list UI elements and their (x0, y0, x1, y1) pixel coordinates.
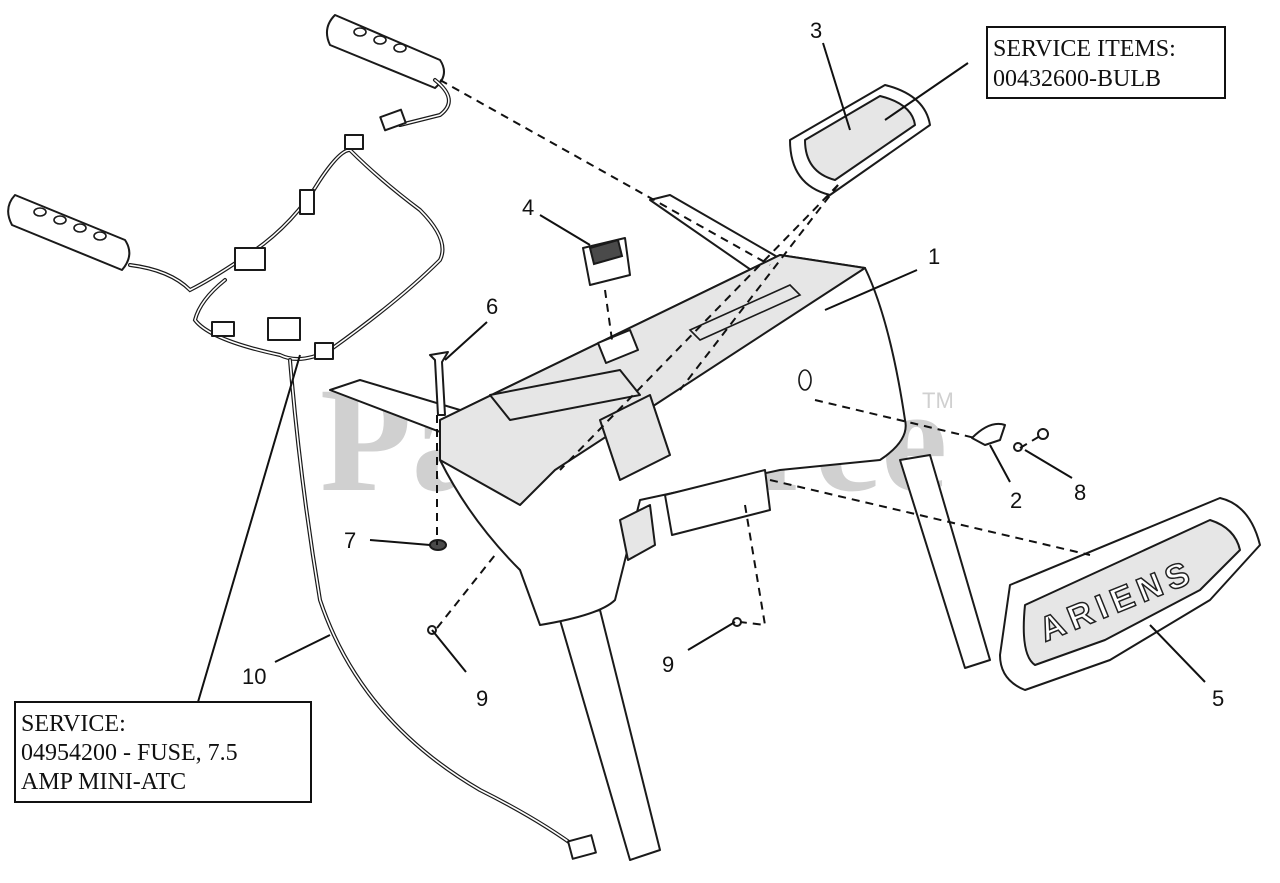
service-box-top-line2: 00432600-BULB (993, 66, 1161, 92)
callout-3: 3 (810, 18, 822, 43)
service-box-bottom-line3: AMP MINI-ATC (21, 769, 186, 795)
dash-panel-top (439, 254, 866, 506)
headlight (789, 84, 931, 196)
hardware (427, 351, 1049, 635)
mount-hole (798, 369, 812, 391)
callout-10: 10 (242, 664, 266, 689)
callout-7: 7 (344, 528, 356, 553)
leader-lines (197, 42, 1206, 703)
switch-rocker (588, 238, 624, 266)
headlight-lens (804, 95, 916, 181)
wiring-harness (128, 78, 597, 860)
service-box-top-line1: SERVICE ITEMS: (993, 36, 1176, 62)
right-handle-tube-lower (899, 454, 991, 669)
grip-upper (325, 14, 445, 89)
switch (582, 237, 631, 286)
nut-8a (1037, 428, 1049, 440)
harness-connector-a (379, 108, 407, 132)
harness-connector-c (299, 189, 315, 215)
assembly-lines (436, 79, 1091, 629)
callout-2: 2 (1010, 488, 1022, 513)
service-box-bottom-frame (14, 701, 312, 803)
left-handle-tube-lower (559, 609, 661, 861)
harness-connector-f (267, 317, 301, 341)
harness-end-connector (567, 834, 597, 860)
callout-8: 8 (1074, 480, 1086, 505)
logo-plate: ARIENS (999, 497, 1261, 691)
fuse-holder (314, 342, 334, 360)
dash-slot (688, 284, 802, 341)
callout-4: 4 (522, 195, 534, 220)
dash-panel-body (439, 254, 907, 626)
callout-1: 1 (928, 244, 940, 269)
callout-9b: 9 (662, 652, 674, 677)
dash-panel (439, 254, 907, 626)
callout-5: 5 (1212, 686, 1224, 711)
grips (7, 14, 445, 271)
switch-opening (597, 329, 639, 364)
callout-numbers: 1 2 3 4 5 6 7 8 9 9 10 (242, 18, 1224, 711)
bracket (971, 422, 1006, 446)
light-opening (489, 369, 641, 421)
harness-connector-d (234, 247, 266, 271)
callout-9a: 9 (476, 686, 488, 711)
service-box-bottom-line1: SERVICE: (21, 711, 126, 737)
logo-mount-plate (664, 469, 771, 536)
handlebar-tubes (329, 194, 991, 861)
service-box-bottom-line2: 04954200 - FUSE, 7.5 (21, 740, 238, 766)
harness-connector-e (211, 321, 235, 337)
service-box-top: SERVICE ITEMS: 00432600-BULB (986, 26, 1226, 99)
grip-lower (7, 194, 131, 271)
side-bracket (619, 504, 656, 561)
callout-6: 6 (486, 294, 498, 319)
light-housing (599, 394, 671, 481)
service-box-top-frame (986, 26, 1226, 99)
watermark-tm: TM (922, 388, 954, 413)
service-box-bottom: SERVICE: 04954200 - FUSE, 7.5 AMP MINI-A… (14, 701, 312, 803)
bolt-6 (429, 351, 449, 416)
harness-connector-b (344, 134, 364, 150)
logo-plate-inner (1022, 519, 1241, 666)
